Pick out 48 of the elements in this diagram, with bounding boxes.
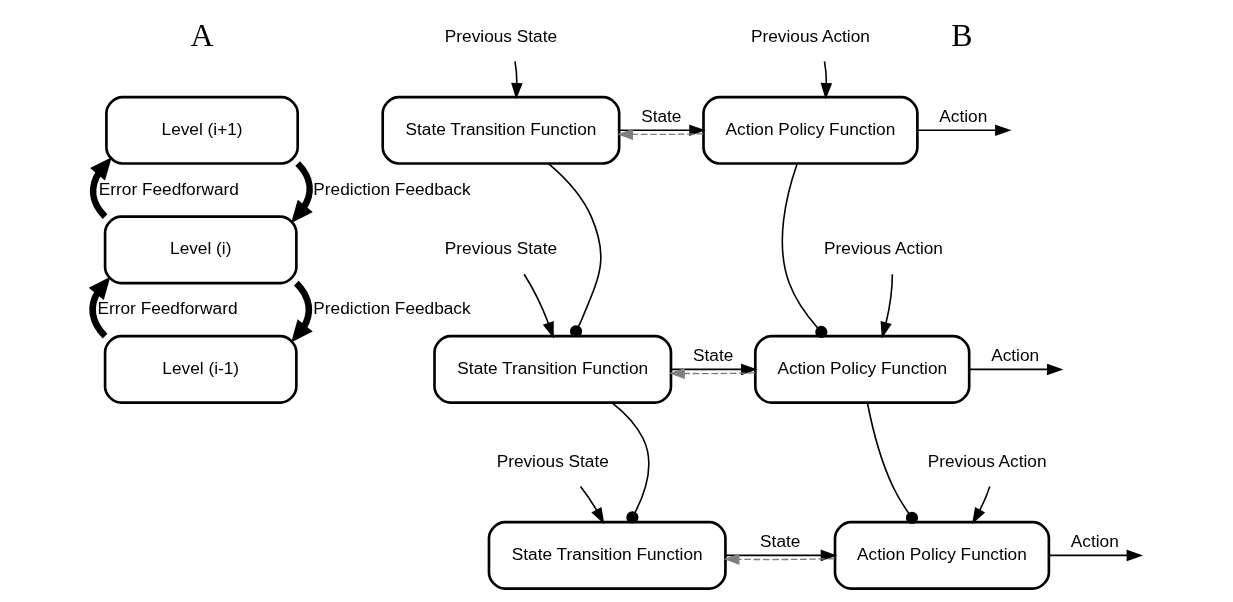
node-text: Previous Action <box>823 238 943 259</box>
arrow <box>617 124 706 137</box>
node-box: Level (i+1) <box>104 95 299 165</box>
connector <box>610 402 650 524</box>
node-box: State Transition Function <box>432 334 672 404</box>
edge-label: Prediction Feedback <box>312 178 471 199</box>
edge-label: Error Feedforward <box>98 178 239 199</box>
edge-label: Prediction Feedback <box>312 298 471 319</box>
node-box: Action Policy Function <box>701 95 919 165</box>
arrow <box>669 363 758 376</box>
arrow <box>820 60 832 100</box>
arrow <box>724 549 837 562</box>
node-text: Previous State <box>444 25 557 46</box>
edge-label: Action <box>938 105 987 126</box>
node-text: Previous State <box>496 450 609 471</box>
node-box: State Transition Function <box>380 95 620 165</box>
node-text: Previous Action <box>750 25 870 46</box>
arrow <box>968 363 1063 376</box>
arrow <box>723 553 835 565</box>
arrow <box>880 273 893 339</box>
node-text: Previous Action <box>927 450 1047 471</box>
edge-label: Action <box>1070 530 1119 551</box>
connector <box>866 401 918 524</box>
arrow <box>668 367 756 380</box>
edge-label: Error Feedforward <box>97 298 237 319</box>
arrow <box>916 124 1012 137</box>
node-box: Level (i) <box>103 215 298 285</box>
arrow <box>971 485 991 525</box>
arrow <box>1047 549 1143 562</box>
edge-label: State <box>640 105 681 126</box>
arrow <box>88 276 110 339</box>
edge-label: State <box>759 530 800 551</box>
connector <box>547 163 602 338</box>
label: B <box>950 17 973 53</box>
arrow <box>579 485 604 525</box>
connector <box>781 163 827 339</box>
arrow <box>510 60 523 100</box>
arrow <box>616 128 704 140</box>
node-box: Action Policy Function <box>753 334 970 404</box>
arrow <box>522 273 554 339</box>
node-box: Action Policy Function <box>833 520 1050 590</box>
node-box: State Transition Function <box>487 520 727 590</box>
label: A <box>190 17 214 53</box>
edge-label: Action <box>990 344 1039 365</box>
node-box: Level (i-1) <box>103 334 298 404</box>
node-text: Previous State <box>444 238 557 259</box>
arrow <box>89 157 112 219</box>
edge-label: State <box>692 344 733 365</box>
